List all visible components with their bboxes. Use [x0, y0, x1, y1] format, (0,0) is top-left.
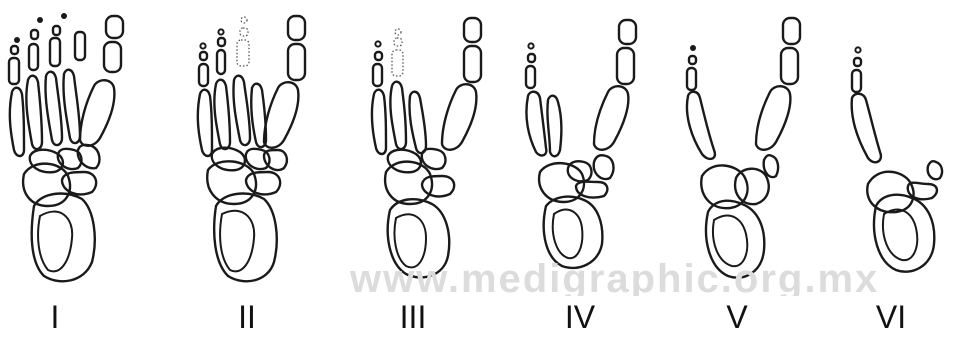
- foot-VI: [852, 47, 942, 271]
- foot-IV: [526, 20, 636, 268]
- metatarsal-5: [526, 92, 546, 156]
- label-II: II: [207, 300, 287, 334]
- label-III: III: [373, 300, 453, 334]
- metatarsal-5: [852, 94, 881, 163]
- metatarsal-1: [756, 86, 790, 150]
- metatarsal-5: [10, 88, 24, 156]
- metatarsal-1: [80, 80, 114, 146]
- foot-I: [9, 13, 123, 281]
- label-VI: VI: [851, 300, 931, 334]
- label-IV: IV: [540, 300, 620, 334]
- calcaneus: [214, 194, 277, 282]
- metatarsal-3: [45, 72, 62, 145]
- metatarsal-1: [264, 82, 298, 148]
- label-I: I: [15, 300, 95, 334]
- talus: [867, 172, 913, 212]
- metatarsal-5: [687, 92, 715, 159]
- metatarsal-1: [442, 84, 476, 150]
- foot-II: [198, 16, 305, 281]
- cuboid: [246, 172, 280, 194]
- metatarsal-4: [26, 76, 42, 149]
- watermark-text: www.medigraphic.org.mx: [350, 262, 959, 296]
- foot-V: [687, 18, 800, 278]
- talus: [207, 161, 256, 204]
- foot-III: [372, 18, 481, 277]
- metatarsal-1: [594, 86, 628, 150]
- label-V: V: [697, 300, 777, 334]
- metatarsal-2: [63, 70, 80, 143]
- calcaneus: [32, 194, 95, 282]
